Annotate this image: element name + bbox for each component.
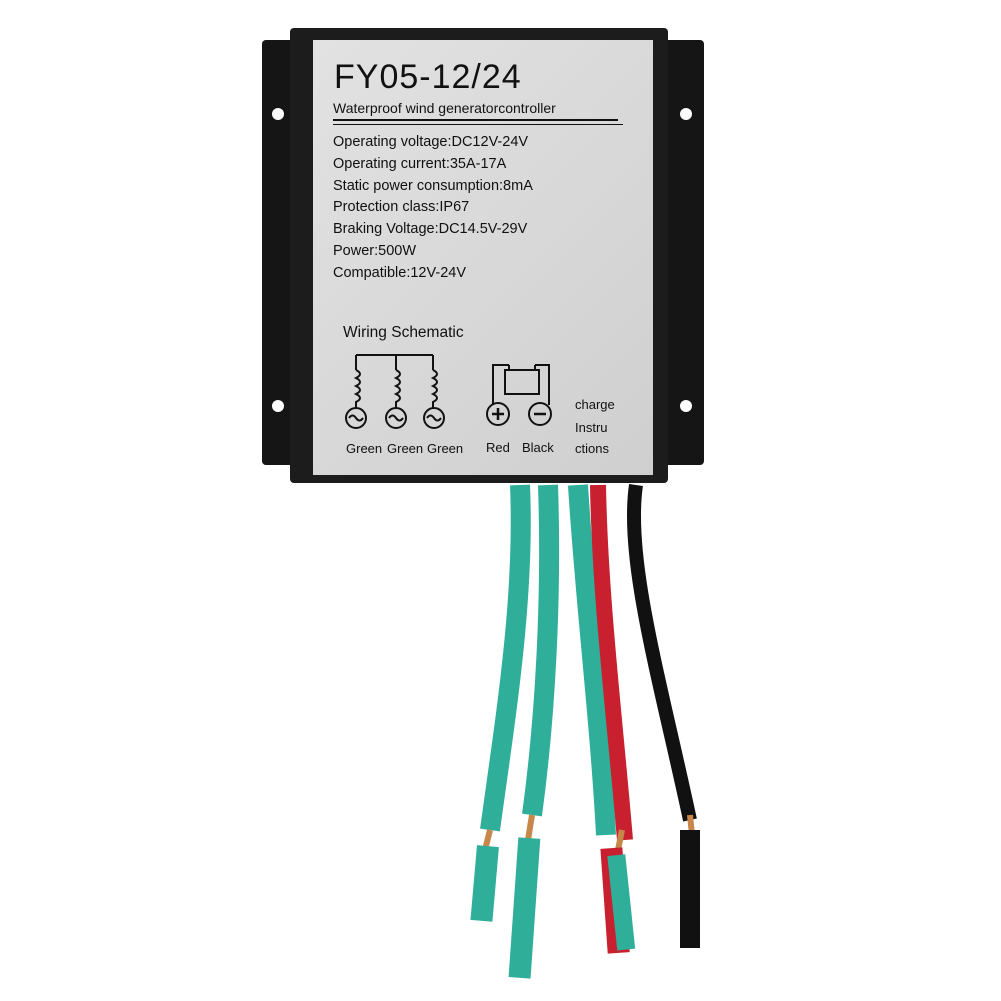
mount-hole <box>272 400 284 412</box>
generator-label: Green <box>427 441 464 456</box>
spec-item: Operating voltage:DC12V-24V <box>333 134 529 150</box>
spec-item: Compatible:12V-24V <box>333 264 466 281</box>
spec-item: Operating current:35A-17A <box>333 155 507 172</box>
wiring-title: Wiring Schematic <box>343 324 464 341</box>
mount-hole <box>680 108 692 120</box>
battery-positive-label: Red <box>486 440 510 455</box>
spec-label: FY05-12/24 Waterproof wind generatorcont… <box>313 40 653 475</box>
charge-instructions-line: Instru <box>575 420 608 435</box>
spec-item: Protection class:IP67 <box>333 199 470 216</box>
model-title: FY05-12/24 <box>334 58 522 96</box>
spec-item: Braking Voltage:DC14.5V-29V <box>333 221 528 238</box>
divider <box>333 124 623 125</box>
green-wire-1 <box>470 484 531 922</box>
mount-hole <box>272 108 284 120</box>
divider <box>333 119 618 121</box>
spec-item: Static power consumption:8mA <box>333 177 533 194</box>
generator-label: Green <box>346 441 383 456</box>
charge-instructions-line: ctions <box>575 441 609 456</box>
mount-hole <box>680 400 692 412</box>
red-wire <box>590 484 636 954</box>
wiring-schematic-icon <box>345 354 552 429</box>
green-wire-2 <box>508 484 560 979</box>
product-subtitle: Waterproof wind generatorcontroller <box>333 100 556 116</box>
green-wire-3 <box>568 484 616 836</box>
spec-list: Operating voltage:DC12V-24V Operating cu… <box>333 132 533 285</box>
charge-instructions-line: charge <box>575 397 615 412</box>
battery-negative-label: Black <box>522 440 554 455</box>
black-wire <box>626 483 700 948</box>
spec-item: Power:500W <box>333 242 417 259</box>
generator-label: Green <box>387 441 424 456</box>
